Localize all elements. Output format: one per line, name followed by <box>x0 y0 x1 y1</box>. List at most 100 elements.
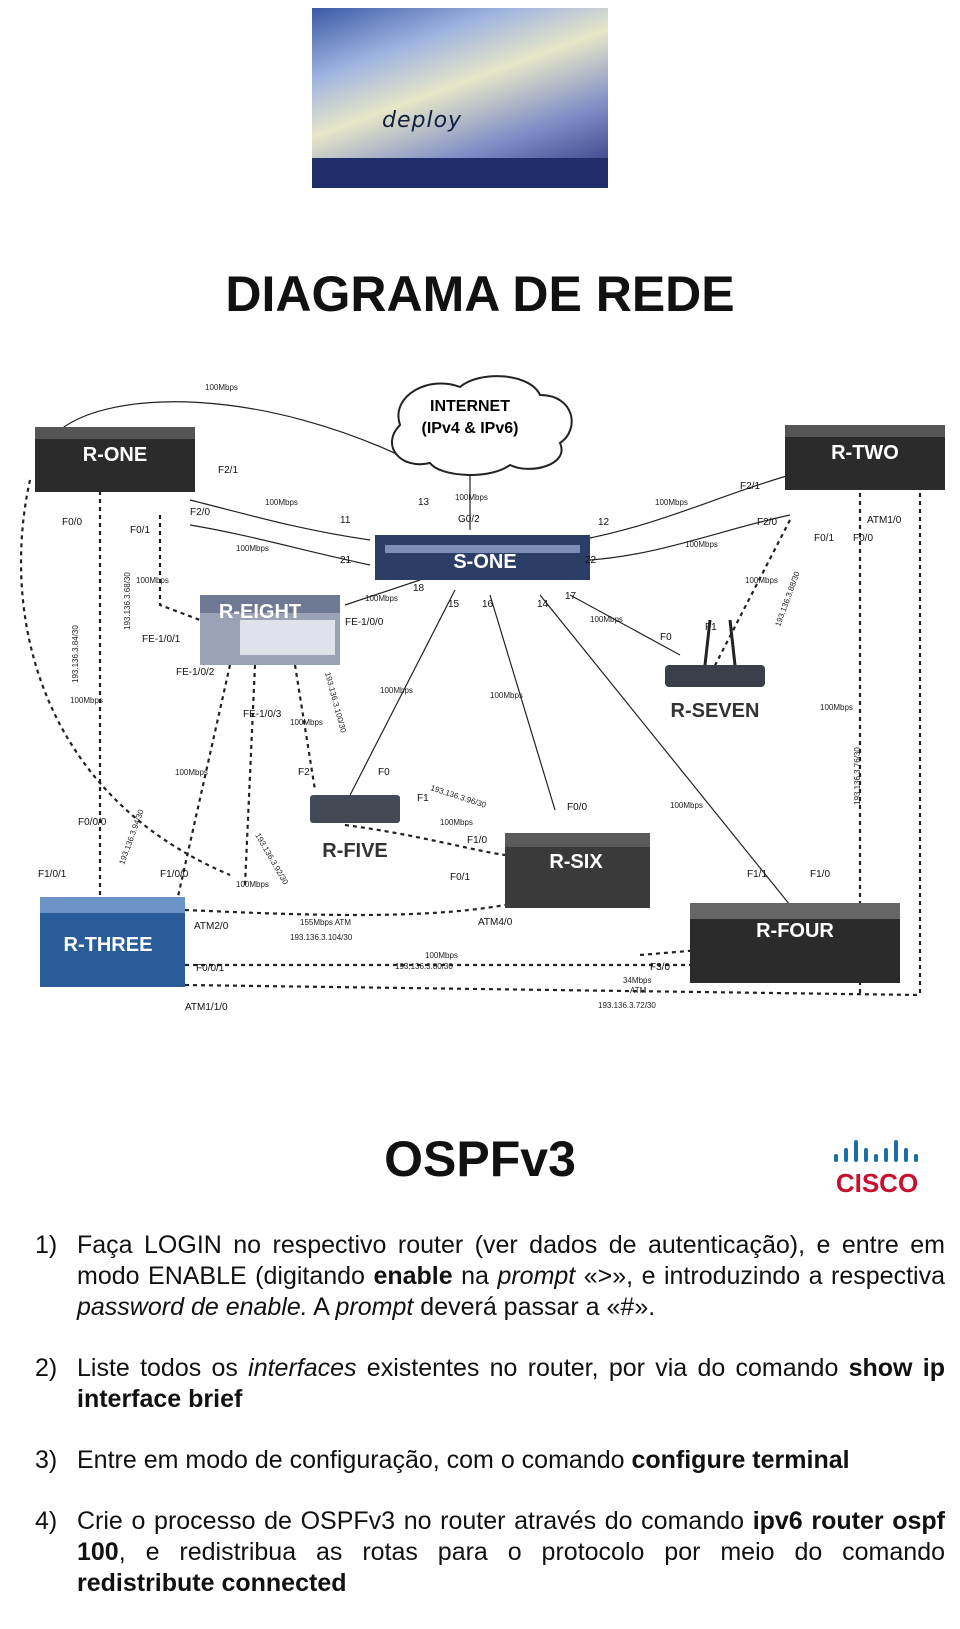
label-f1-0-0: F1/0/0 <box>160 869 189 880</box>
step-2: 2) Liste todos os interfaces existentes … <box>35 1353 945 1415</box>
label-100-h: 100Mbps <box>590 615 623 624</box>
step-command: configure terminal <box>631 1446 850 1474</box>
step-command: show ip interface brief <box>77 1354 945 1413</box>
cisco-bar <box>874 1154 878 1162</box>
label-port-22: 22 <box>585 555 597 566</box>
link-rone-reight <box>158 515 201 622</box>
label-100-i: 100Mbps <box>745 576 778 585</box>
link-rone-rsix <box>20 479 231 877</box>
label-f1-0-1: F1/0/1 <box>38 869 67 880</box>
label-f2-rfive: F2 <box>298 767 310 778</box>
cisco-bar <box>904 1148 908 1162</box>
label-atm1-1-0: ATM1/1/0 <box>185 1002 228 1013</box>
router-r-two: R-TWO <box>785 425 945 490</box>
link-rtwo-rseven <box>709 519 791 676</box>
step-number: 2) <box>35 1354 58 1382</box>
s-one-label: S-ONE <box>453 551 516 573</box>
link-sone-rseven <box>569 594 681 656</box>
label-net-68: 193.136.3.68/30 <box>123 572 132 630</box>
link-rone-internet <box>59 401 421 466</box>
cisco-bar <box>834 1154 838 1162</box>
r-one-label: R-ONE <box>83 444 147 466</box>
link-rthree-rsix-atm <box>184 903 506 917</box>
step-text: deverá passar a «#». <box>413 1293 656 1321</box>
step-text: existentes no router, por via do comando <box>356 1354 849 1382</box>
network-diagram: INTERNET (IPv4 & IPv6) R-ONE R-TWO S-ONE… <box>20 375 945 1013</box>
label-f0-0-rtwo: F0/0 <box>853 533 873 544</box>
link-sone-rtwo-22 <box>589 514 791 561</box>
label-f2-0-b: F2/0 <box>757 517 777 528</box>
label-net-84: 193.136.3.84/30 <box>71 625 80 683</box>
label-100-p: 100Mbps <box>440 818 473 827</box>
label-port-17: 17 <box>565 591 577 602</box>
router-r-one: R-ONE <box>35 427 195 492</box>
label-atm4-0: ATM4/0 <box>478 917 513 928</box>
step-text: , e redistribua as rotas para o protocol… <box>118 1538 945 1566</box>
step-command: enable <box>373 1262 453 1290</box>
label-fe-1-0-1: FE-1/0/1 <box>142 634 181 645</box>
switch-s-one: S-ONE <box>375 535 590 580</box>
cisco-bar <box>894 1140 898 1162</box>
label-100-c: 100Mbps <box>455 493 488 502</box>
label-f0-1-rtwo: F0/1 <box>814 533 834 544</box>
cisco-bars-icon <box>834 1140 918 1162</box>
link-sone-rtwo-12 <box>579 474 791 541</box>
label-port-13: 13 <box>418 497 430 508</box>
cloud-line1: INTERNET <box>430 398 510 415</box>
label-f2-1-b: F2/1 <box>740 481 760 492</box>
label-f2-1-a: F2/1 <box>218 465 238 476</box>
label-155-atm: 155Mbps ATM <box>300 918 351 927</box>
label-fe-1-0-2: FE-1/0/2 <box>176 667 215 678</box>
step-text: Faça LOGIN no respectivo router (ver dad… <box>77 1231 945 1290</box>
label-atm2-0: ATM2/0 <box>194 921 229 932</box>
step-4: 4) Crie o processo de OSPFv3 no router a… <box>35 1506 945 1599</box>
label-f0-0-0: F0/0/0 <box>78 817 107 828</box>
section-title: OSPFv3 <box>384 1131 576 1187</box>
label-f3-0: F3/0 <box>650 962 670 973</box>
label-atm: ATM <box>630 986 647 995</box>
label-100-g: 100Mbps <box>365 594 398 603</box>
step-1: 1) Faça LOGIN no respectivo router (ver … <box>35 1230 945 1323</box>
step-italic: password de enable. <box>77 1293 308 1321</box>
label-100-l: 100Mbps <box>490 691 523 700</box>
label-100-k: 100Mbps <box>290 718 323 727</box>
router-r-three: R-THREE <box>40 897 185 987</box>
cisco-text: CISCO <box>836 1168 918 1198</box>
link-rone-sone-11 <box>189 499 371 541</box>
label-fe-1-0-0: FE-1/0/0 <box>345 617 384 628</box>
r-four-label: R-FOUR <box>756 920 834 942</box>
label-100-e: 100Mbps <box>685 540 718 549</box>
label-port-21: 21 <box>340 555 352 566</box>
label-g0-2: G0/2 <box>458 514 480 525</box>
cisco-bar <box>844 1148 848 1162</box>
dashed-links <box>20 475 922 997</box>
label-net-94: 193.136.3.94/30 <box>117 808 145 866</box>
label-net-104: 193.136.3.104/30 <box>290 933 353 942</box>
label-f0-rfive: F0 <box>378 767 390 778</box>
label-net-76: 193.136.3.76/30 <box>853 747 862 805</box>
label-net-72: 193.136.3.72/30 <box>598 1001 656 1010</box>
r-six-label: R-SIX <box>549 851 603 873</box>
label-34mbps: 34Mbps <box>623 976 651 985</box>
label-f0-1-rsix: F0/1 <box>450 872 470 883</box>
step-text: Liste todos os <box>77 1354 249 1382</box>
internet-cloud: INTERNET (IPv4 & IPv6) <box>390 375 573 476</box>
router-r-four: R-FOUR <box>690 903 900 983</box>
cloud-line2: (IPv4 & IPv6) <box>422 420 519 437</box>
r-eight-label: R-EIGHT <box>219 601 301 623</box>
label-100-a: 100Mbps <box>265 498 298 507</box>
link-sone-rfive <box>344 589 456 806</box>
step-command: redistribute connected <box>77 1569 347 1597</box>
label-f0-0-rone: F0/0 <box>62 517 82 528</box>
steps-list: 1) Faça LOGIN no respectivo router (ver … <box>35 1230 945 1629</box>
label-f1-0-rfour: F1/0 <box>810 869 830 880</box>
label-atm1-0: ATM1/0 <box>867 515 902 526</box>
label-100-d: 100Mbps <box>655 498 688 507</box>
cisco-bar <box>864 1148 868 1162</box>
label-f1-rfive: F1 <box>417 793 429 804</box>
label-port-11: 11 <box>340 515 351 526</box>
step-number: 3) <box>35 1446 58 1474</box>
label-100-n: 100Mbps <box>70 696 103 705</box>
step-command: ipv6 router ospf 100 <box>77 1507 946 1566</box>
link-rthree-rfour-atm <box>184 983 921 997</box>
